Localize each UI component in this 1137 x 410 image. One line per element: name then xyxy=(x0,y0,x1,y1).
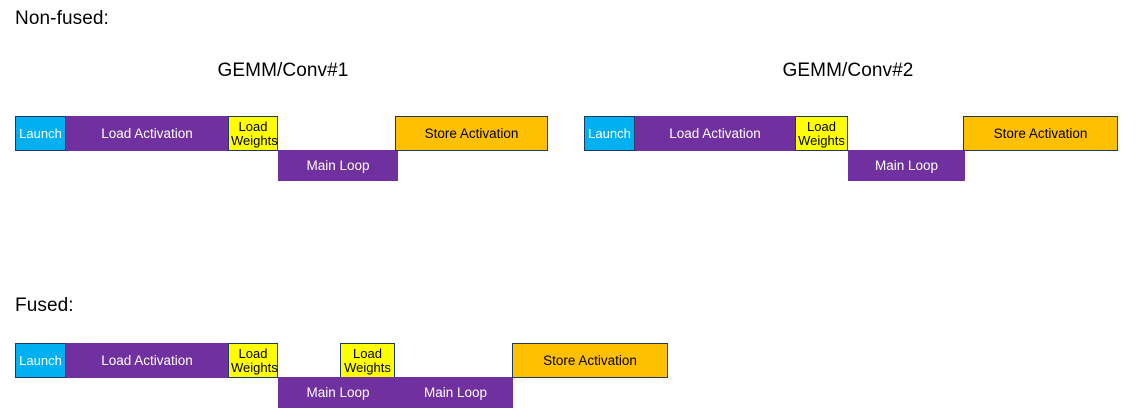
block-main-loop-kernel2[interactable]: Main Loop xyxy=(848,150,965,181)
block-store-activation-kernel2[interactable]: Store Activation xyxy=(963,116,1118,151)
block-label-main-loop: Main Loop xyxy=(423,384,488,400)
load-weights-line-2: Weights xyxy=(798,132,845,148)
section-label-non-fused: Non-fused: xyxy=(15,8,109,29)
block-main-loop-fused-1[interactable]: Main Loop xyxy=(278,377,398,408)
load-weights-line-1: Load xyxy=(238,119,268,135)
kernel-title-gemm-conv-1: GEMM/Conv#1 xyxy=(217,60,349,81)
block-label-launch: Launch xyxy=(19,125,62,141)
load-weights-line-1: Load xyxy=(353,346,382,362)
block-label-store-activation: Store Activation xyxy=(543,352,637,368)
block-launch-kernel2[interactable]: Launch xyxy=(584,116,635,151)
block-store-activation-kernel1[interactable]: Store Activation xyxy=(395,116,548,151)
load-weights-line-2: Weights xyxy=(231,359,278,375)
block-load-activation-fused[interactable]: Load Activation xyxy=(66,343,228,378)
block-label-main-loop: Main Loop xyxy=(874,157,939,173)
block-main-loop-kernel1[interactable]: Main Loop xyxy=(278,150,398,181)
block-label-store-activation: Store Activation xyxy=(993,125,1088,141)
block-label-load-activation: Load Activation xyxy=(101,125,193,141)
block-label-main-loop: Main Loop xyxy=(306,157,370,173)
block-label-main-loop: Main Loop xyxy=(306,384,370,400)
block-label-load-activation: Load Activation xyxy=(101,352,193,368)
load-weights-line-1: Load xyxy=(807,119,836,135)
block-label-launch: Launch xyxy=(19,352,62,368)
block-load-activation-kernel2[interactable]: Load Activation xyxy=(635,116,795,151)
block-launch-kernel1[interactable]: Launch xyxy=(15,116,66,151)
block-load-activation-kernel1[interactable]: Load Activation xyxy=(66,116,228,151)
load-weights-line-2: Weights xyxy=(344,359,391,375)
block-label-store-activation: Store Activation xyxy=(424,125,519,141)
block-main-loop-fused-2[interactable]: Main Loop xyxy=(398,377,513,408)
load-weights-line-2: Weights xyxy=(231,132,278,148)
load-weights-line-1: Load xyxy=(238,346,268,362)
block-label-load-activation: Load Activation xyxy=(669,125,761,141)
block-label-launch: Launch xyxy=(588,125,631,141)
kernel-title-gemm-conv-2: GEMM/Conv#2 xyxy=(782,60,914,81)
section-label-fused: Fused: xyxy=(15,295,74,316)
block-store-activation-fused[interactable]: Store Activation xyxy=(512,343,668,378)
block-launch-fused[interactable]: Launch xyxy=(15,343,66,378)
